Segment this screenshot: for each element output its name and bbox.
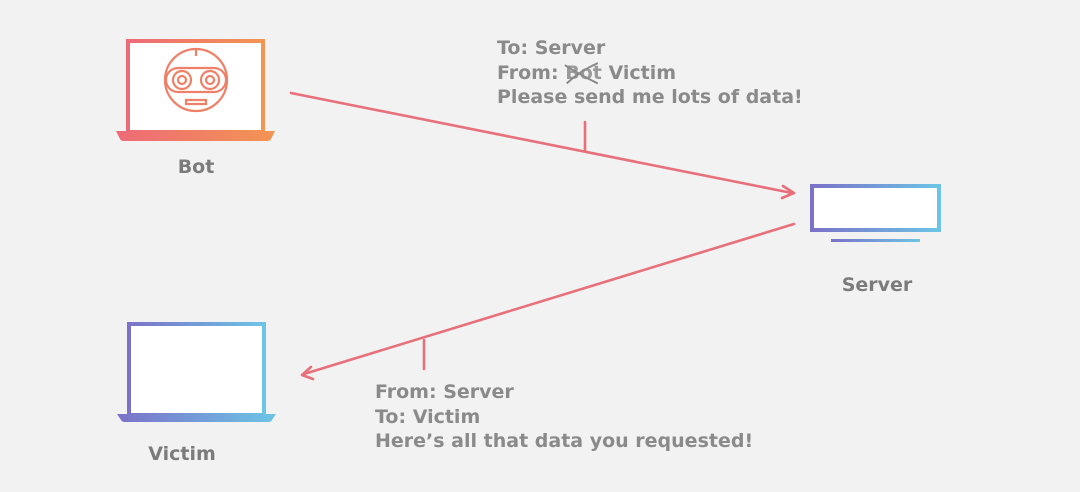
request-body: Please send me lots of data!: [497, 86, 803, 108]
response-message: From: Server To: Victim Here’s all that …: [375, 380, 753, 454]
response-to-line: To: Victim: [375, 405, 481, 428]
bot-label: Bot: [177, 156, 215, 178]
robot-face-icon: [163, 47, 229, 113]
strikethrough-x-icon: [564, 61, 599, 84]
request-to-line: To: Server: [497, 37, 606, 59]
spoofed-sender: Bot: [564, 61, 602, 86]
response-arrow: [300, 222, 796, 381]
request-from-line: From: Bot Victim: [497, 61, 803, 86]
server-label: Server: [841, 274, 913, 296]
response-body: Here’s all that data you requested!: [375, 430, 754, 452]
struck-sender-text: Bot: [565, 61, 602, 84]
victim-laptop-icon: [117, 322, 276, 422]
response-from-line: From: Server: [375, 381, 514, 403]
request-message: To: Server From: Bot Victim Please send …: [497, 36, 803, 110]
server-rack-icon: [810, 184, 941, 242]
request-from-prefix: From:: [497, 61, 559, 84]
victim-label: Victim: [148, 443, 216, 465]
bot-laptop-icon: [116, 39, 275, 141]
request-from-actual: Victim: [608, 61, 677, 84]
request-arrow: [289, 91, 796, 200]
server-vents-icon: [828, 201, 920, 216]
